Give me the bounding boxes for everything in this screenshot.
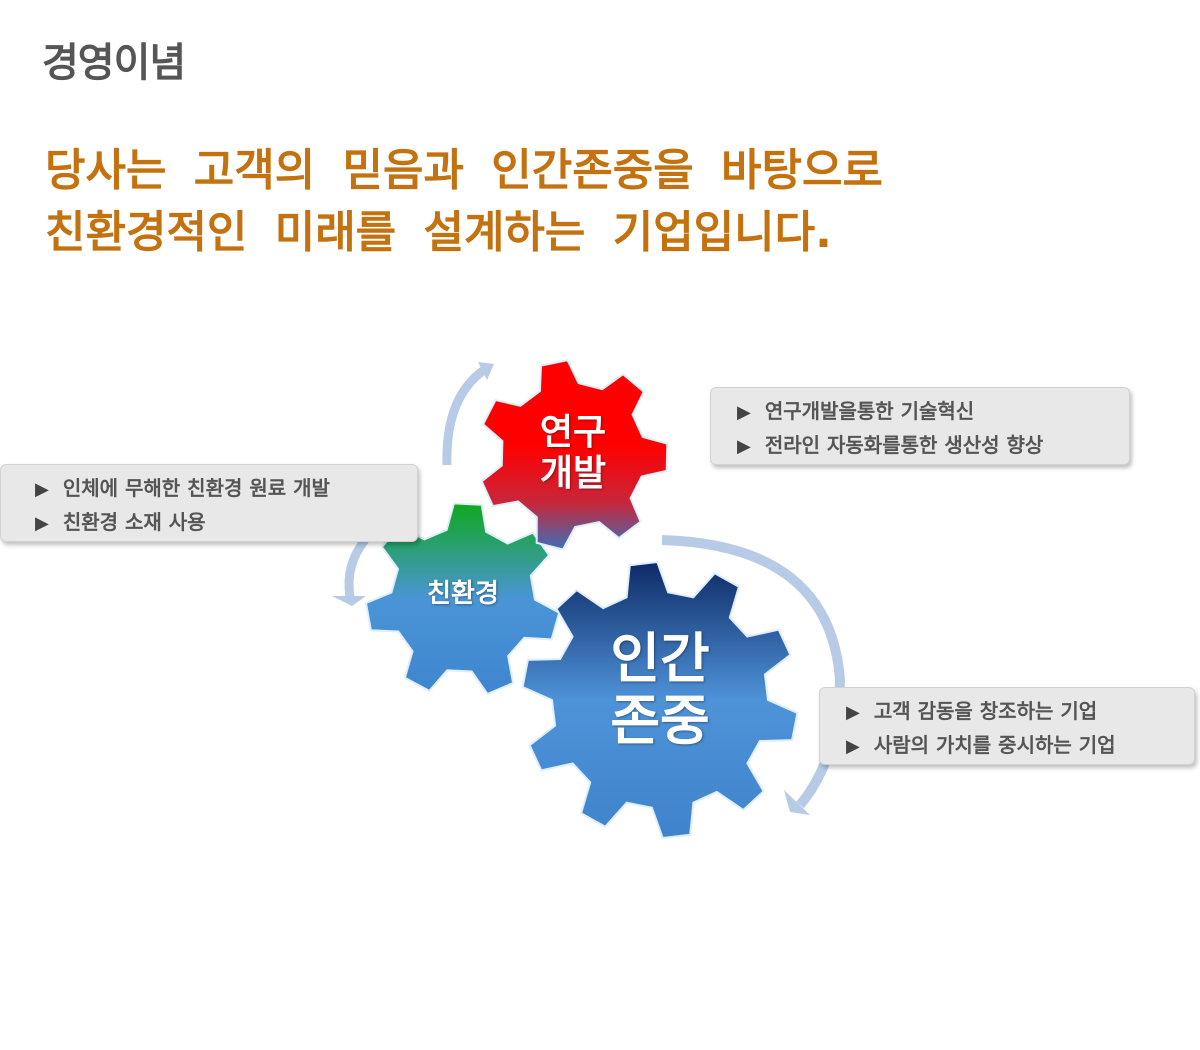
info-text: 고객 감동을 창조하는 기업 (873, 699, 1098, 723)
gear-label-human: 인간 존중 (580, 627, 740, 753)
headline-line-2: 친환경적인 미래를 설계하는 기업입니다. (45, 207, 832, 258)
gear-label-rnd: 연구 개발 (523, 412, 623, 495)
gear-label-line: 연구 (539, 412, 607, 453)
headline: 당사는 고객의 믿음과 인간존중을 바탕으로 친환경적인 미래를 설계하는 기업… (45, 140, 883, 264)
info-box-rnd: ▶ 연구개발을통한 기술혁신 ▶ 전라인 자동화를통한 생산성 향상 (710, 387, 1130, 465)
cycle-arrow-top (442, 364, 490, 466)
headline-line-1: 당사는 고객의 믿음과 인간존중을 바탕으로 (45, 145, 883, 196)
gear-eco (364, 502, 561, 696)
info-text: 사람의 가치를 중시하는 기업 (873, 733, 1116, 757)
info-text: 연구개발을통한 기술혁신 (764, 399, 975, 423)
info-item: ▶ 연구개발을통한 기술혁신 (737, 394, 1129, 428)
gear-label-line: 인간 (610, 627, 710, 690)
info-item: ▶ 사람의 가치를 중시하는 기업 (846, 728, 1194, 762)
gear-label-line: 존중 (610, 689, 710, 753)
gear-label-eco: 친환경 (403, 579, 523, 610)
cycle-arrow-left (344, 537, 369, 598)
arrowhead-left (332, 596, 366, 606)
info-text: 인체에 무해한 친환경 원료 개발 (62, 476, 330, 500)
gear-label-line: 친환경 (427, 579, 499, 609)
bullet-triangle-icon: ▶ (35, 479, 49, 500)
info-text: 전라인 자동화를통한 생산성 향상 (764, 433, 1044, 457)
bullet-triangle-icon: ▶ (737, 402, 751, 423)
page-title: 경영이념 (42, 40, 186, 86)
bullet-triangle-icon: ▶ (35, 513, 49, 534)
info-item: ▶ 전라인 자동화를통한 생산성 향상 (737, 428, 1129, 462)
info-text: 친환경 소재 사용 (62, 510, 206, 534)
bullet-triangle-icon: ▶ (846, 736, 860, 757)
bullet-triangle-icon: ▶ (737, 436, 751, 457)
bullet-triangle-icon: ▶ (846, 702, 860, 723)
info-box-eco: ▶ 인체에 무해한 친환경 원료 개발 ▶ 친환경 소재 사용 (0, 464, 418, 542)
gear-rnd (480, 359, 669, 551)
info-item: ▶ 인체에 무해한 친환경 원료 개발 (35, 471, 417, 505)
info-box-human: ▶ 고객 감동을 창조하는 기업 ▶ 사람의 가치를 중시하는 기업 (819, 687, 1195, 765)
info-item: ▶ 고객 감동을 창조하는 기업 (846, 694, 1194, 728)
arrowhead-right (784, 790, 810, 815)
arrowhead-top (478, 362, 494, 380)
cycle-arrow-right (661, 535, 846, 809)
gear-human (521, 560, 799, 840)
gear-label-line: 개발 (539, 453, 607, 495)
info-item: ▶ 친환경 소재 사용 (35, 505, 417, 539)
